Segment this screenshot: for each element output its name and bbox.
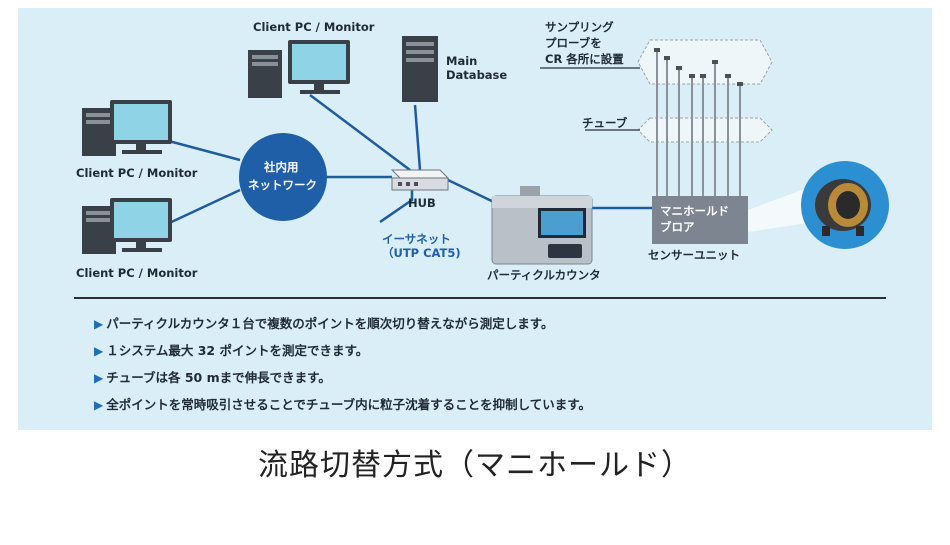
feature-text: パーティクルカウンタ１台で複数のポイントを順次切り替えながら測定します。 xyxy=(106,316,554,331)
client-pc-left2-icon xyxy=(82,198,172,254)
sensor-beam xyxy=(748,185,815,232)
particle-counter-icon xyxy=(491,186,593,265)
main-database-icon xyxy=(402,36,438,102)
client-pc-top-icon xyxy=(248,40,350,98)
link-hub-counter xyxy=(447,178,501,207)
label-client-pc-top: Client PC / Monitor xyxy=(253,20,375,34)
feature-text: チューブは各 50 mまで伸長できます。 xyxy=(106,370,331,385)
probe-shelf xyxy=(637,39,773,85)
feature-item: ▶全ポイントを常時吸引させることでチューブ内に粒子沈着することを抑制しています。 xyxy=(94,395,591,422)
link-hub-ethernet xyxy=(379,190,414,224)
label-client-pc-left1: Client PC / Monitor xyxy=(76,166,198,180)
label-probe-3: CR 各所に設置 xyxy=(545,52,624,66)
feature-item: ▶パーティクルカウンタ１台で複数のポイントを順次切り替えながら測定します。 xyxy=(94,314,591,341)
label-tube: チューブ xyxy=(582,116,628,130)
probe-tips xyxy=(654,48,743,86)
bullet-arrow-icon: ▶ xyxy=(94,317,104,331)
label-main-database-1: Main xyxy=(446,54,478,68)
client-pc-left1-icon xyxy=(82,100,172,156)
divider-rule xyxy=(74,297,886,299)
feature-text: １システム最大 32 ポイントを測定できます。 xyxy=(106,343,369,358)
label-probe-1: サンプリング xyxy=(545,20,614,34)
label-manifold-2: ブロア xyxy=(660,220,695,234)
bullet-arrow-icon: ▶ xyxy=(94,344,104,358)
tube-shelf xyxy=(637,117,773,143)
network-circle xyxy=(239,133,327,221)
label-hub: HUB xyxy=(408,196,436,210)
feature-text: 全ポイントを常時吸引させることでチューブ内に粒子沈着することを抑制しています。 xyxy=(106,397,591,412)
bullet-arrow-icon: ▶ xyxy=(94,398,104,412)
label-ethernet-1: イーサネット xyxy=(382,232,451,246)
caption-title: 流路切替方式（マニホールド） xyxy=(258,448,692,483)
bullet-arrow-icon: ▶ xyxy=(94,371,104,385)
link-client-top-hub xyxy=(309,94,411,171)
feature-item: ▶チューブは各 50 mまで伸長できます。 xyxy=(94,368,591,395)
label-main-database-2: Database xyxy=(446,68,508,82)
label-probe-2: プローブを xyxy=(545,36,602,50)
label-network-2: ネットワーク xyxy=(248,178,317,192)
link-client-left1-network xyxy=(164,138,241,162)
label-manifold-1: マニホールド xyxy=(660,204,729,218)
link-database-hub xyxy=(413,104,422,171)
tube-bundle xyxy=(656,50,741,196)
link-client-left2-network xyxy=(164,188,241,227)
label-sensor-unit: センサーユニット xyxy=(648,248,740,262)
sensor-device-icon xyxy=(815,179,871,236)
label-client-pc-left2: Client PC / Monitor xyxy=(76,266,198,280)
label-ethernet-2: （UTP CAT5) xyxy=(382,246,461,260)
manifold-blower-box xyxy=(652,196,748,244)
feature-list: ▶パーティクルカウンタ１台で複数のポイントを順次切り替えながら測定します。 ▶１… xyxy=(94,314,591,422)
hub-icon xyxy=(390,169,450,191)
feature-item: ▶１システム最大 32 ポイントを測定できます。 xyxy=(94,341,591,368)
label-network-1: 社内用 xyxy=(264,160,299,174)
label-particle-counter: パーティクルカウンタ xyxy=(487,268,601,282)
